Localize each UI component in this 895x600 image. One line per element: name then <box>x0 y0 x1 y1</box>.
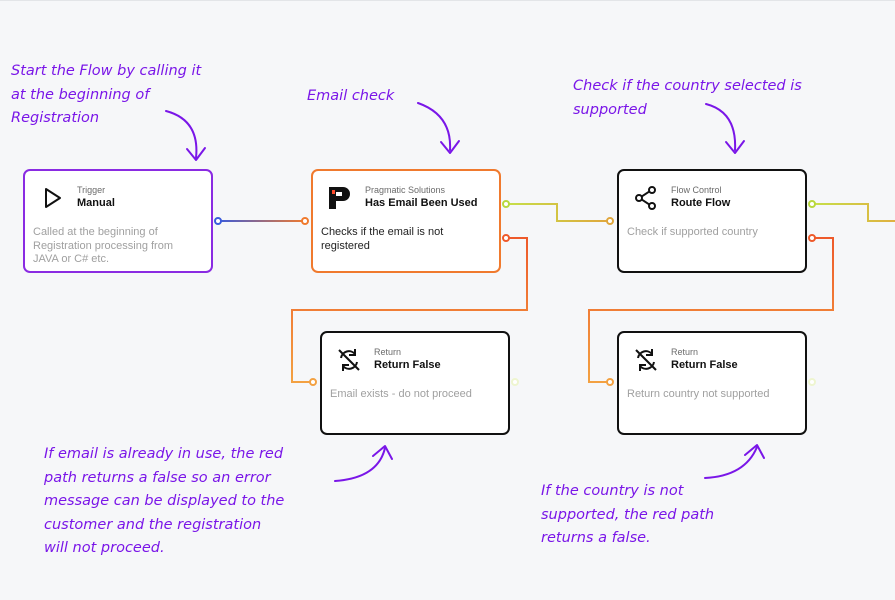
annotation-start: Start the Flow by calling it at the begi… <box>11 63 202 126</box>
email-success-port[interactable] <box>502 200 510 208</box>
annotation-email-fail: If email is already in use, the red path… <box>44 446 285 556</box>
route-success-port[interactable] <box>808 200 816 208</box>
return-icon <box>635 349 657 371</box>
node-title: Route Flow <box>671 197 731 209</box>
node-category: Trigger <box>77 185 106 195</box>
node-category: Return <box>374 347 402 357</box>
annotation-country-check: Check if the country selected is support… <box>573 78 802 118</box>
node-title: Has Email Been Used <box>365 197 478 209</box>
return-icon <box>338 349 360 371</box>
wire-email-fail <box>291 237 528 383</box>
email-input-port[interactable] <box>301 217 309 225</box>
wire-email-success <box>506 203 610 222</box>
annotation-email-check: Email check <box>307 88 395 104</box>
email-check-node[interactable]: Pragmatic Solutions Has Email Been Used … <box>311 169 501 273</box>
node-title: Return False <box>671 359 738 371</box>
return-country-input-port[interactable] <box>606 378 614 386</box>
node-category: Pragmatic Solutions <box>365 185 446 195</box>
wire-route-success <box>812 203 895 222</box>
share-icon <box>635 186 656 210</box>
wire-route-fail <box>588 237 834 383</box>
route-fail-port[interactable] <box>808 234 816 242</box>
email-fail-port[interactable] <box>502 234 510 242</box>
trigger-node[interactable]: Trigger Manual Called at the beginning o… <box>23 169 213 273</box>
node-title: Return False <box>374 359 441 371</box>
return-email-output-port[interactable] <box>511 378 519 386</box>
return-email-input-port[interactable] <box>309 378 317 386</box>
node-category: Flow Control <box>671 185 722 195</box>
node-description: Called at the beginning of Registration … <box>33 226 174 265</box>
trigger-output-port[interactable] <box>214 217 222 225</box>
play-icon <box>45 188 61 208</box>
node-description: Checks if the email is not registered <box>321 226 444 252</box>
node-title: Manual <box>77 197 115 209</box>
canvas-top-border <box>0 0 895 1</box>
node-description: Check if supported country <box>627 226 758 238</box>
node-description: Email exists - do not proceed <box>330 388 472 400</box>
return-email-node[interactable]: Return Return False Email exists - do no… <box>320 331 510 435</box>
node-description: Return country not supported <box>627 388 770 400</box>
return-country-node[interactable]: Return Return False Return country not s… <box>617 331 807 435</box>
return-country-output-port[interactable] <box>808 378 816 386</box>
annotation-country-fail: If the country is not supported, the red… <box>541 483 715 546</box>
node-category: Return <box>671 347 699 357</box>
pragmatic-logo-icon <box>329 187 350 209</box>
route-flow-node[interactable]: Flow Control Route Flow Check if support… <box>617 169 807 273</box>
route-input-port[interactable] <box>606 217 614 225</box>
